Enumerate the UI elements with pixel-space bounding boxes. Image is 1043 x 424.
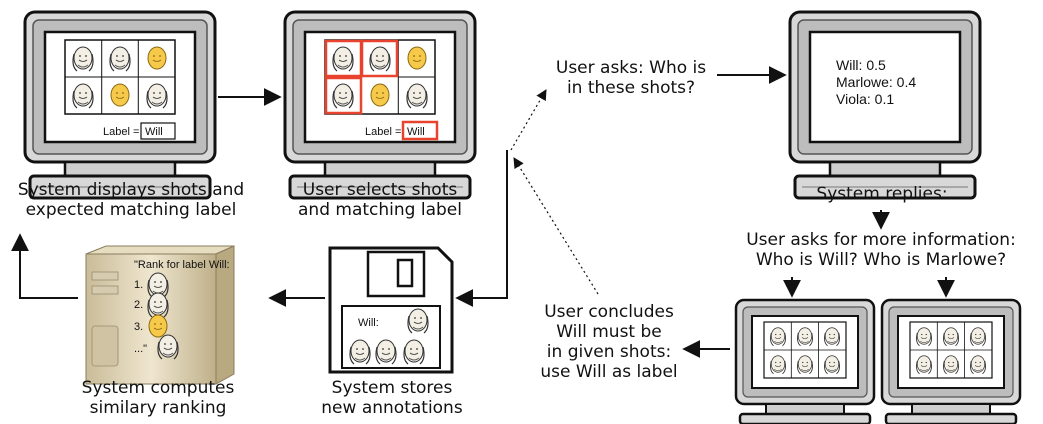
flow-arrows [10, 66, 955, 358]
floppy-disk-icon: Will: [328, 246, 454, 374]
caption-system-displays: System displays shots and expected match… [17, 180, 245, 220]
display-label-prefix: Label = [103, 126, 139, 138]
caption-system-computes: System computes similary ranking [81, 378, 235, 418]
caption-more-information: User asks for more information: Who is W… [746, 230, 1016, 270]
rank-item-1: 1. [134, 279, 143, 291]
ranking-list: "Rank for label Will: 1. 2. 3. ..." [134, 259, 230, 360]
monitor-reply: Will: 0.5 Marlowe: 0.4 Viola: 0.1 [788, 10, 982, 200]
rank-item-2: 2. [134, 299, 143, 311]
monitor-will-info [734, 298, 876, 424]
display-label-value: Will [145, 126, 163, 138]
arrow-dotted-from-conclude [513, 157, 599, 295]
select-label-field [401, 120, 439, 141]
caption-system-stores: System stores new annotations [321, 378, 463, 418]
arrow-dotted-to-ask [510, 89, 547, 151]
ranking-title: "Rank for label Will: [134, 259, 230, 271]
shot-grid-selected [324, 39, 436, 115]
selection-box [324, 76, 363, 115]
disk-label: Will: [358, 317, 379, 329]
reply-line-will: Will: 0.5 [836, 57, 886, 73]
reply-line-viola: Viola: 0.1 [836, 91, 894, 107]
arrow-compute-to-display [10, 233, 78, 299]
caption-user-asks: User asks: Who is in these shots? [555, 58, 707, 98]
rank-item-3: 3. [134, 321, 143, 333]
monitor-marlowe-info [880, 298, 1022, 424]
monitor-display: Label = Will [23, 10, 217, 200]
select-label-value: Will [407, 126, 425, 138]
caption-system-replies: System replies: [816, 184, 948, 204]
selection-box [360, 39, 399, 78]
shot-grid [64, 39, 176, 115]
select-label-prefix: Label = [365, 126, 401, 138]
arrow-select-to-store [455, 150, 508, 307]
caption-user-concludes: User concludes Will must be in given sho… [540, 302, 678, 382]
reply-line-marlowe: Marlowe: 0.4 [836, 74, 916, 90]
caption-user-selects: User selects shots and matching label [298, 180, 462, 220]
display-label-field [140, 122, 176, 140]
monitor-select: Label = Will [283, 10, 477, 200]
rank-item-more: ..." [134, 343, 147, 355]
